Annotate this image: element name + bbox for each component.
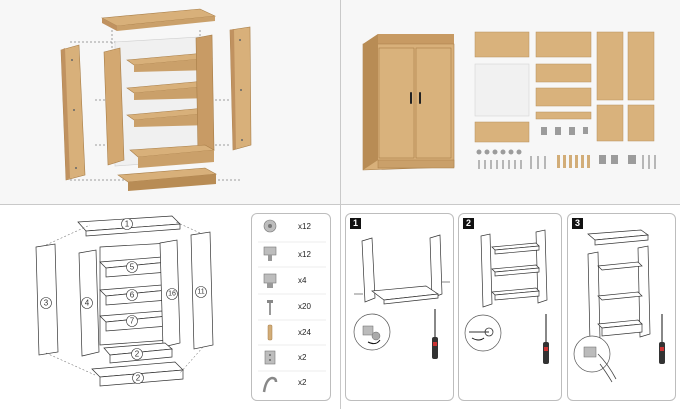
part-number-2a: 2 xyxy=(135,350,140,359)
right-door-handle xyxy=(419,92,421,104)
horizontal-divider xyxy=(0,204,680,205)
step-3-illustration xyxy=(573,229,665,383)
part-number-11: 11 xyxy=(197,289,204,296)
part-number-2b: 2 xyxy=(136,374,141,383)
part-number-7: 7 xyxy=(130,317,135,326)
step-3-badge: 3 xyxy=(572,218,583,229)
assembly-steps-panel: 1 2 xyxy=(341,205,680,409)
dowel-icon xyxy=(267,324,273,341)
exploded-render-panel xyxy=(0,0,340,204)
qty-handle: x2 xyxy=(298,378,307,387)
assembled-cabinet-and-parts-illustration xyxy=(362,31,656,171)
screw-icon xyxy=(267,300,273,315)
exploded-cabinet-illustration xyxy=(60,8,252,191)
handle-icon xyxy=(262,376,278,393)
step-1-badge: 1 xyxy=(350,218,361,229)
step-2-screwdriver-icon xyxy=(543,314,549,364)
step-2-illustration xyxy=(464,229,549,364)
parts-diagram-panel: 1 3 4 5 6 7 2 2 16 11 xyxy=(0,205,340,409)
step-2-detail-circle xyxy=(464,314,502,352)
part-number-5: 5 xyxy=(130,263,135,272)
cam-lock-icon xyxy=(263,219,277,233)
left-door xyxy=(378,47,415,159)
left-door-handle xyxy=(410,92,412,104)
exploded-line-diagram: 1 3 4 5 6 7 2 2 16 11 xyxy=(35,215,214,387)
bracket-icon xyxy=(263,273,277,288)
qty-screw: x20 xyxy=(298,302,311,311)
assembled-cabinet-panel xyxy=(341,0,680,204)
part-number-6: 6 xyxy=(130,291,135,300)
qty-hinge-plate: x2 xyxy=(298,353,307,362)
step-1-screwdriver-icon xyxy=(432,309,438,359)
step-1-panel: 1 xyxy=(345,213,454,401)
part-number-3: 3 xyxy=(44,299,49,308)
part-number-16: 16 xyxy=(168,291,176,298)
qty-cam-lock: x12 xyxy=(298,222,311,231)
hardware-icons xyxy=(258,219,326,393)
qty-connector-bolt: x12 xyxy=(298,250,311,259)
step-3-panel: 3 xyxy=(567,213,676,401)
step-1-illustration xyxy=(353,234,450,359)
right-door xyxy=(415,47,452,159)
step-3-screwdriver-icon xyxy=(659,314,665,364)
part-number-1: 1 xyxy=(125,220,130,229)
part-number-4: 4 xyxy=(85,299,90,308)
step-2-panel: 2 xyxy=(458,213,562,401)
hardware-list-box: x12 x12 x4 x20 x24 x2 x2 xyxy=(251,213,331,401)
qty-bracket: x4 xyxy=(298,276,307,285)
qty-dowel: x24 xyxy=(298,328,311,337)
hinge-plate-icon xyxy=(264,350,276,365)
step-2-badge: 2 xyxy=(463,218,474,229)
connector-bolt-icon xyxy=(263,246,277,261)
